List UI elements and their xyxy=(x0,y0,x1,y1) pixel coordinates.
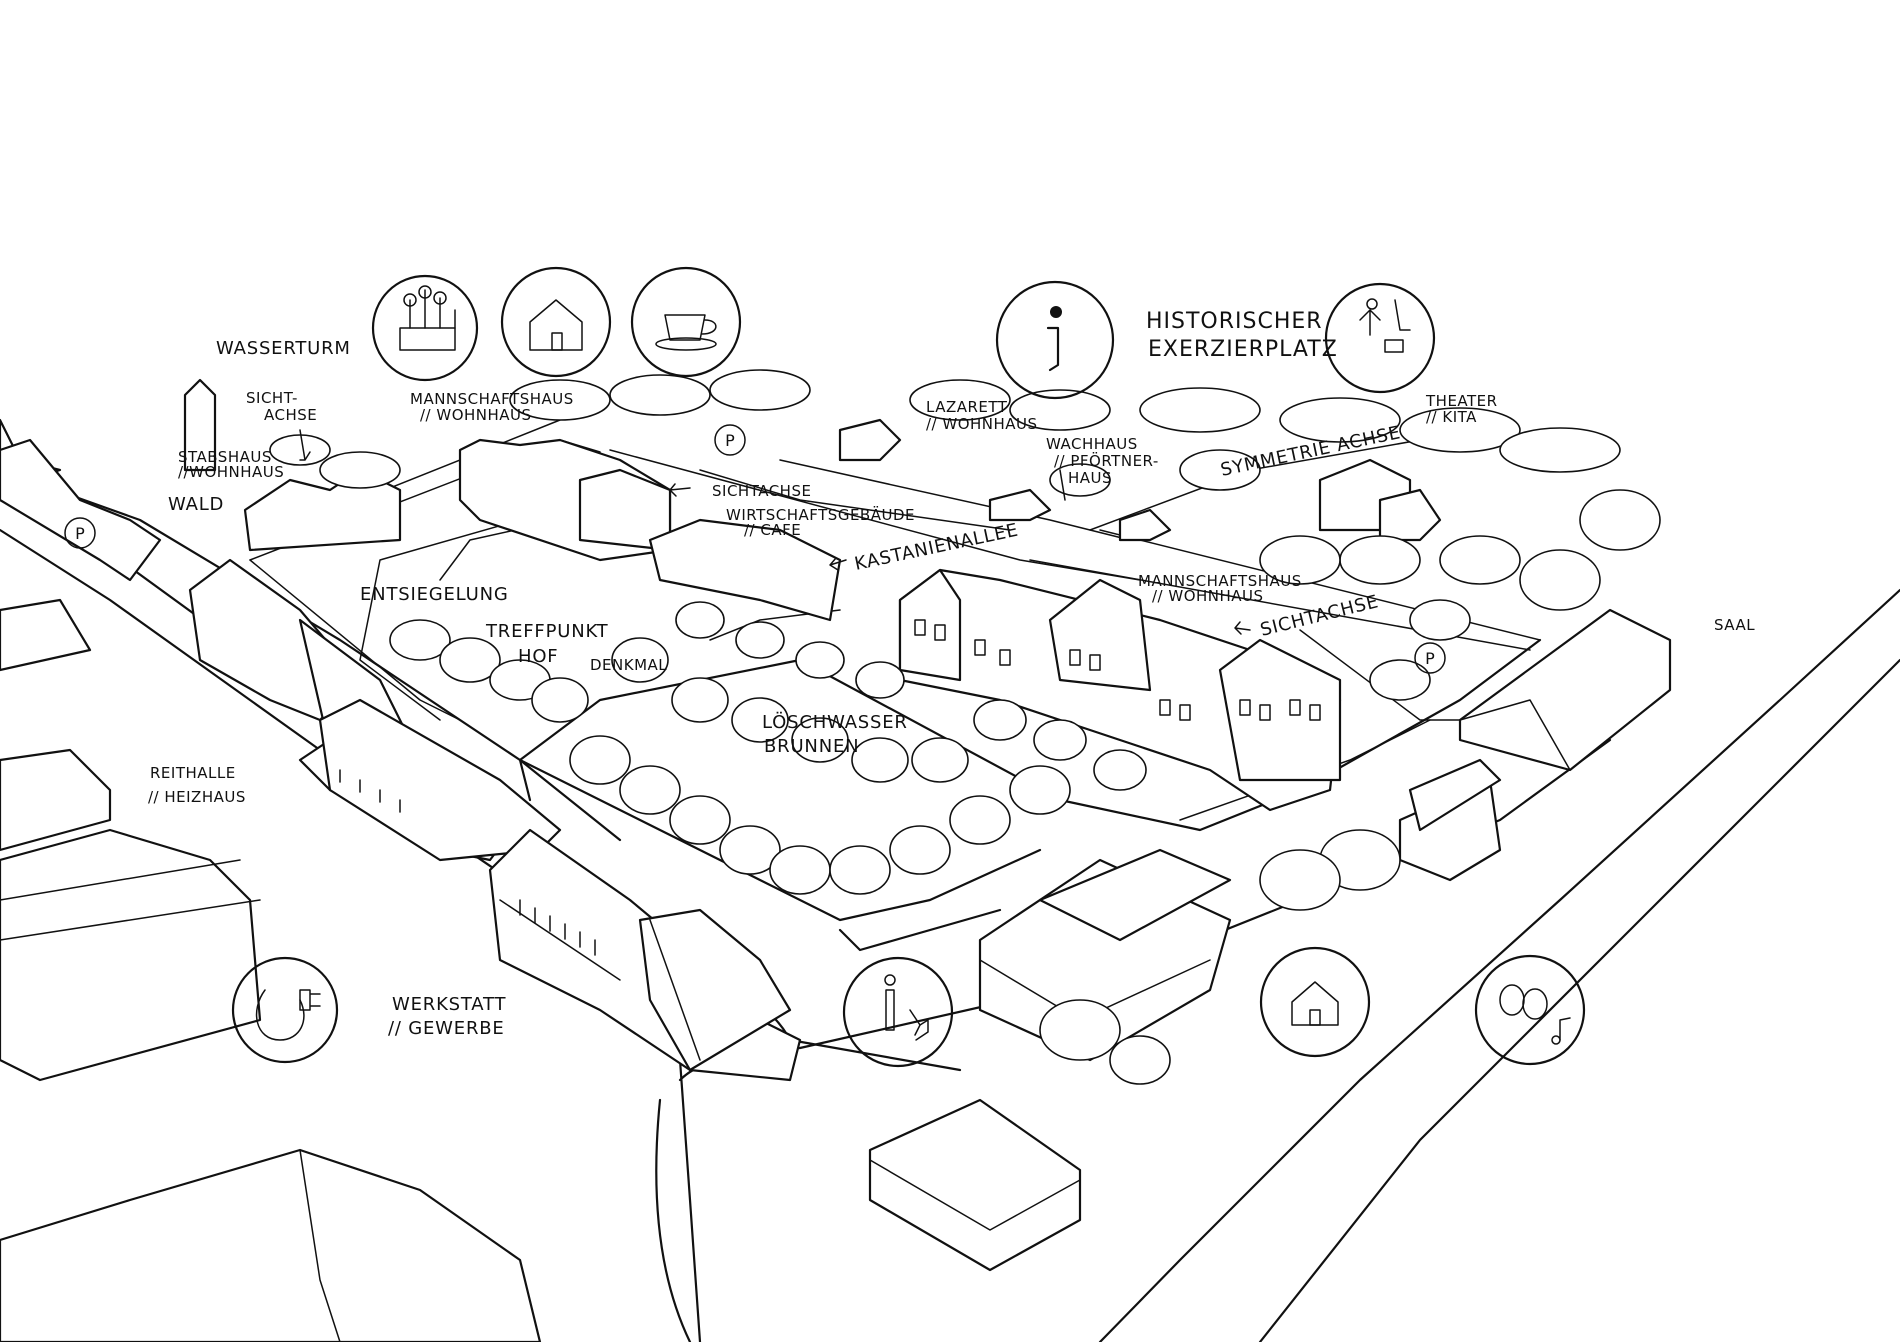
label-sichtachse-right: SICHTACHSE xyxy=(1258,591,1381,641)
label-entsiegelung: ENTSIEGELUNG xyxy=(360,584,509,605)
label-theater-2: // KITA xyxy=(1426,408,1477,426)
parking-marker: P xyxy=(715,425,745,455)
monument-icon xyxy=(844,958,952,1066)
label-stabshaus-2: //WOHNHAUS xyxy=(178,463,284,481)
label-wirtschaft-2: // CAFE xyxy=(744,521,801,539)
label-mannschaftshaus-top-2: // WOHNHAUS xyxy=(420,406,532,424)
label-denkmal: DENKMAL xyxy=(590,656,667,674)
parking-label: P xyxy=(1425,649,1435,668)
label-sicht-achse-2: ACHSE xyxy=(264,406,317,424)
parking-label: P xyxy=(725,431,735,450)
label-sichtachse-mid: SICHTACHSE xyxy=(712,482,811,500)
label-wasserturm: WASSERTURM xyxy=(216,338,351,359)
label-saal: SAAL xyxy=(1714,616,1755,634)
theater-masks-icon xyxy=(1476,956,1584,1064)
label-mannschaftshaus-right-2: // WOHNHAUS xyxy=(1152,587,1264,605)
label-loeschwasser-1: LÖSCHWASSER xyxy=(762,711,908,733)
label-wachhaus-1: WACHHAUS xyxy=(1046,435,1138,453)
label-lazarett-1: LAZARETT xyxy=(926,398,1008,416)
label-wachhaus-2: // PFÖRTNER- xyxy=(1054,451,1159,470)
label-reithalle-2: // HEIZHAUS xyxy=(148,788,246,806)
label-treffpunkt-1: TREFFPUNKT xyxy=(485,621,609,642)
parking-marker: P xyxy=(1415,643,1445,673)
playground-icon xyxy=(1326,284,1434,392)
house-icon xyxy=(1261,948,1369,1056)
info-icon xyxy=(997,282,1113,398)
plants-icon xyxy=(373,276,477,380)
label-kastanienallee: KASTANIENALLEE xyxy=(853,520,1021,575)
coffee-cup-icon xyxy=(632,268,740,376)
label-historischer-1: HISTORISCHER xyxy=(1146,309,1323,334)
label-historischer-2: EXERZIERPLATZ xyxy=(1148,337,1338,362)
label-wald: WALD xyxy=(168,494,224,515)
label-reithalle-1: REITHALLE xyxy=(150,764,236,782)
house-icon xyxy=(502,268,610,376)
label-sicht-achse-1: SICHT- xyxy=(246,389,298,407)
label-loeschwasser-2: BRUNNEN xyxy=(764,736,859,757)
label-lazarett-2: // WOHNHAUS xyxy=(926,415,1038,433)
parking-label: P xyxy=(75,524,85,543)
label-werkstatt-2: // GEWERBE xyxy=(388,1018,505,1039)
label-treffpunkt-2: HOF xyxy=(518,646,558,667)
label-werkstatt-1: WERKSTATT xyxy=(392,994,506,1015)
label-wachhaus-3: HAUS xyxy=(1068,469,1112,487)
